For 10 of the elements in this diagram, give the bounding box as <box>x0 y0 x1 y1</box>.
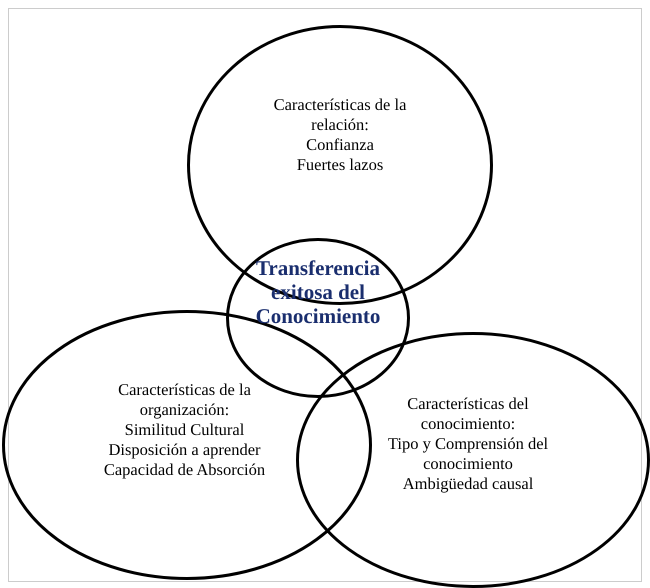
circle-heading: Características de la relación: <box>272 95 408 135</box>
circle-item: Capacidad de Absorción <box>102 460 266 480</box>
circle-heading: Características de la organización: <box>117 380 252 420</box>
circle-item: Tipo y Comprensión del conocimiento <box>386 434 550 474</box>
circle-item: Fuertes lazos <box>296 155 384 175</box>
circle-item: Similitud Cultural <box>124 420 246 440</box>
circle-heading: Características del conocimiento: <box>406 394 530 434</box>
circle-item: Confianza <box>305 135 375 155</box>
circle-item: Ambigüedad causal <box>402 474 534 494</box>
circle-item: Disposición a aprender <box>107 440 262 460</box>
